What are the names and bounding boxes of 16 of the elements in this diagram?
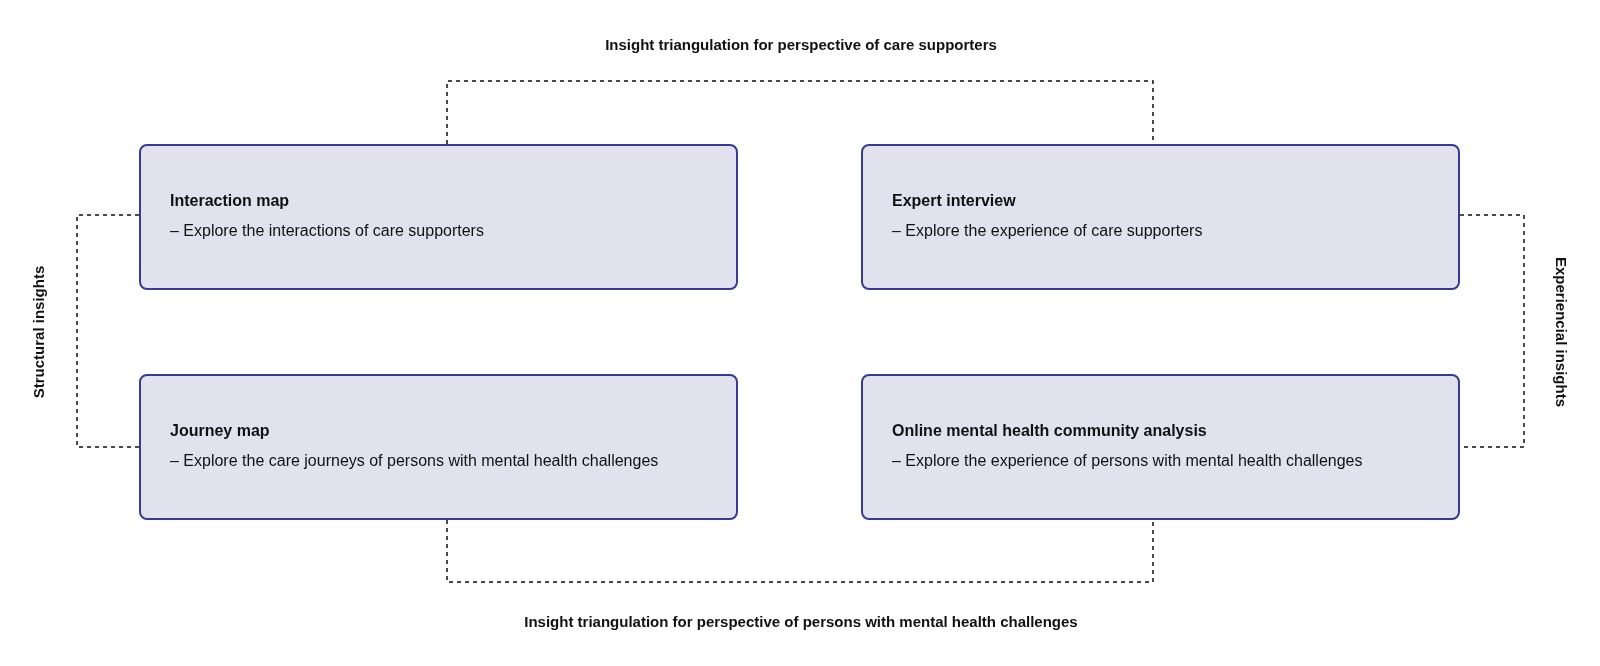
method-title: Interaction map (170, 191, 291, 211)
method-title: Journey map (170, 421, 271, 441)
dashed-connector (446, 80, 1154, 145)
dashed-connector (76, 214, 140, 448)
method-description: – Explore the experience of care supporters (892, 221, 1204, 241)
method-box (861, 374, 1460, 520)
method-title: Expert interview (892, 191, 1017, 211)
method-description: – Explore the care journeys of persons with mental health challenges (170, 451, 660, 471)
method-description: – Explore the interactions of care supporters (170, 221, 485, 241)
method-title: Online mental health community analysis (892, 421, 1208, 441)
method-box (139, 144, 738, 290)
method-description: – Explore the experience of persons with mental health challenges (892, 451, 1364, 471)
method-box (861, 144, 1460, 290)
dashed-connector (446, 519, 1154, 583)
dashed-connector (1459, 214, 1525, 448)
method-box (139, 374, 738, 520)
